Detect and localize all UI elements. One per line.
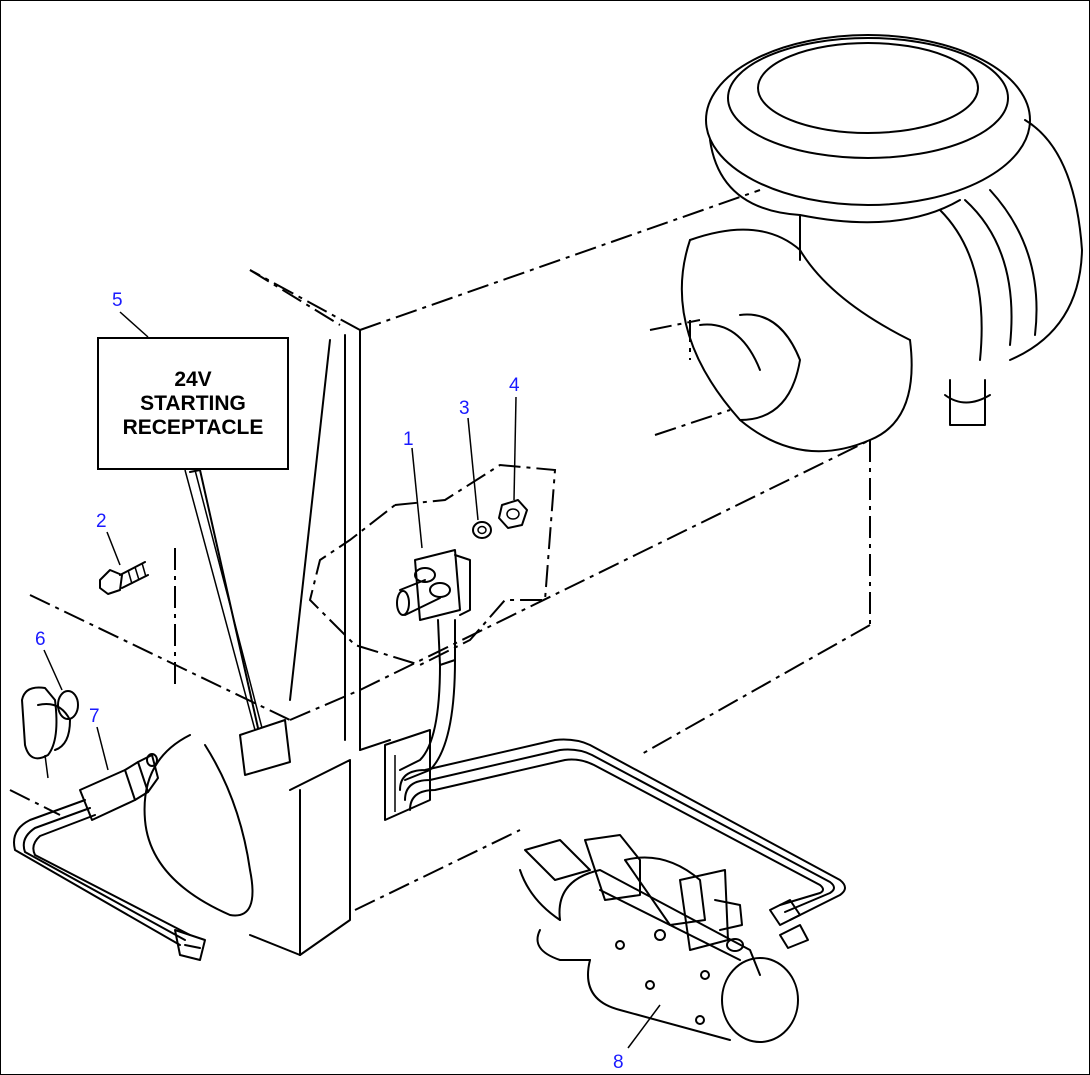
starting-motor: [519, 834, 799, 1043]
capscrew: [99, 548, 176, 690]
air-cleaner: [649, 34, 1083, 453]
decal-label-box: 24V STARTING RECEPTACLE: [97, 337, 289, 470]
frame-panel: [249, 329, 431, 956]
engine-block-outline: [9, 189, 871, 911]
leader-lines: [43, 311, 661, 1049]
decal-plate: [184, 469, 291, 776]
left-cables: [13, 799, 206, 961]
decal-line-1: 24V: [174, 367, 212, 391]
receptacle-mount-area: [308, 463, 557, 667]
cable-connector: [79, 753, 159, 821]
callout-7: 7: [89, 706, 100, 727]
decal-line-3: RECEPTACLE: [122, 415, 264, 439]
callout-1: 1: [403, 429, 414, 450]
switch-assembly: [21, 686, 79, 779]
lock-washer: [472, 521, 492, 539]
callout-3: 3: [459, 398, 470, 419]
decal-line-2: STARTING: [140, 391, 246, 415]
callout-numbers: 1 2 3 4 5 6 7 8: [35, 290, 624, 1073]
main-cables: [399, 738, 846, 949]
hex-nut: [498, 499, 528, 529]
callout-5: 5: [112, 290, 123, 311]
callout-8: 8: [613, 1052, 624, 1073]
starting-receptacle: [396, 549, 471, 781]
housing-outline: [143, 734, 254, 917]
callout-4: 4: [509, 375, 520, 396]
callout-6: 6: [35, 629, 46, 650]
callout-2: 2: [96, 511, 107, 532]
